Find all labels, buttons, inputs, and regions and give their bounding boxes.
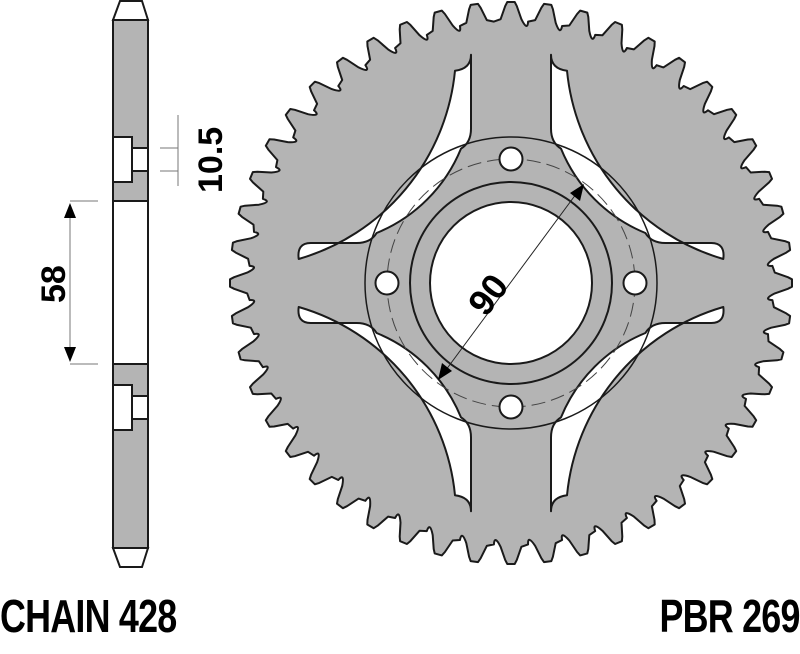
offset-value: 58	[35, 265, 73, 303]
thickness-value: 10.5	[192, 127, 230, 193]
hub-outer-edge	[364, 136, 658, 430]
side-lower-pocket-step	[131, 395, 149, 420]
center-bore	[429, 201, 593, 365]
side-view: 10.5 58	[35, 0, 230, 568]
bolt-hole	[498, 394, 524, 420]
bolt-hole	[498, 146, 524, 172]
diameter-arrow-top-icon	[570, 184, 584, 201]
side-upper-pocket	[112, 136, 133, 183]
offset-dimension	[64, 200, 98, 365]
bolt-hole	[622, 270, 648, 296]
side-lower-pocket	[112, 384, 133, 431]
bolt-hole	[374, 270, 400, 296]
side-web	[112, 200, 149, 365]
chain-size-label: CHAIN 428	[0, 590, 177, 642]
side-bottom-tooth	[111, 547, 150, 568]
thickness-dimension	[160, 115, 179, 186]
diameter-dimension-line	[439, 185, 583, 379]
part-number-label: PBR 269	[659, 590, 800, 642]
front-view: 90	[229, 1, 793, 565]
side-upper-pocket-step	[131, 147, 149, 172]
hub-inner-ring	[409, 181, 613, 385]
side-top-tooth	[111, 0, 150, 21]
diameter-arrow-bottom-icon	[438, 363, 452, 380]
